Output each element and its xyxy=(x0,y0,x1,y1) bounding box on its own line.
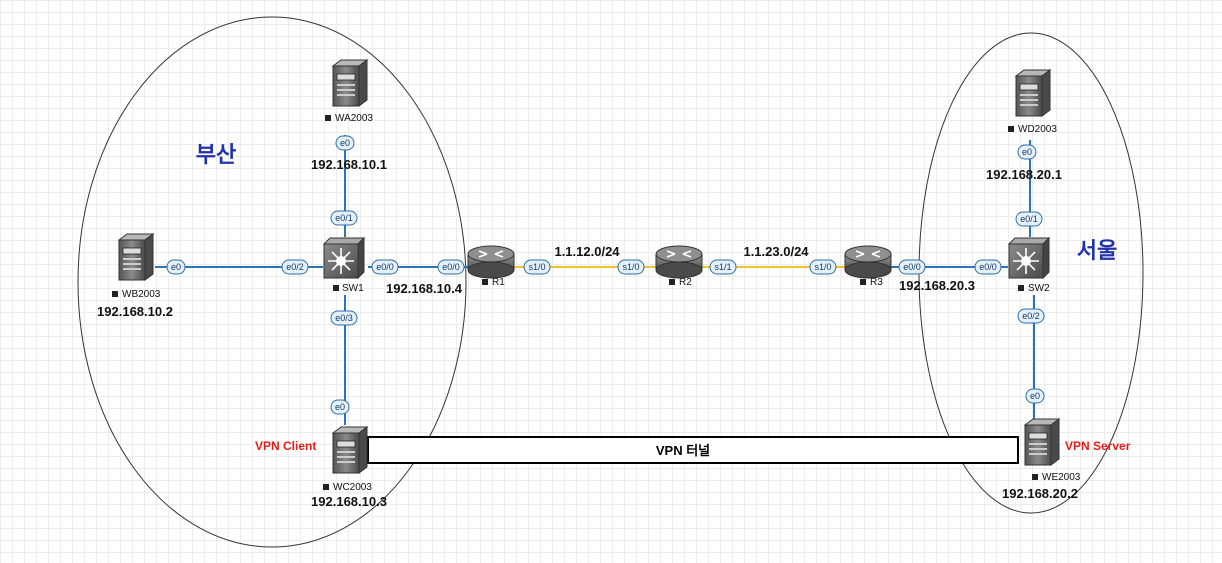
region-busan-label: 부산 xyxy=(196,142,236,167)
port-label: e0/0 xyxy=(442,262,460,272)
port-sw2-e0-2[interactable]: e0/2 xyxy=(1017,308,1045,324)
port-label: s1/0 xyxy=(622,262,639,272)
port-sw1-e0-1[interactable]: e0/1 xyxy=(330,210,358,226)
router-r2[interactable]: R2 xyxy=(655,245,703,288)
ip-wa2003: 192.168.10.1 xyxy=(311,157,387,172)
net-r1-r2-label: 1.1.12.0/24 xyxy=(554,244,620,259)
device-name-sw1: SW1 xyxy=(342,283,364,294)
port-r1-e0-0[interactable]: e0/0 xyxy=(437,259,465,275)
port-label: e0 xyxy=(1022,147,1032,157)
ip-wc2003: 192.168.10.3 xyxy=(311,494,387,509)
region-seoul-label: 서울 xyxy=(1077,238,1117,263)
server-icon xyxy=(1024,418,1060,466)
server-icon xyxy=(1015,69,1051,117)
server-wd2003[interactable]: WD2003 192.168.20.1 xyxy=(986,69,1062,182)
port-r2-s1-0[interactable]: s1/0 xyxy=(617,259,645,275)
port-r1-s1-0[interactable]: s1/0 xyxy=(523,259,551,275)
server-we2003[interactable]: WE2003 192.168.20.2 VPN Server xyxy=(1002,418,1131,501)
port-label: e0/3 xyxy=(335,313,353,323)
port-sw1-e0-3[interactable]: e0/3 xyxy=(330,310,358,326)
port-wc-e0[interactable]: e0 xyxy=(330,399,350,415)
ip-sw1: 192.168.10.4 xyxy=(386,281,463,296)
port-r3-e0-0[interactable]: e0/0 xyxy=(898,259,926,275)
port-we-e0[interactable]: e0 xyxy=(1025,388,1045,404)
port-label: e0/0 xyxy=(979,262,997,272)
port-label: s1/0 xyxy=(814,262,831,272)
router-icon xyxy=(844,245,892,279)
port-r3-s1-0[interactable]: s1/0 xyxy=(809,259,837,275)
device-name-wa2003: WA2003 xyxy=(335,113,373,124)
port-label: s1/1 xyxy=(714,262,731,272)
port-label: e0 xyxy=(1030,391,1040,401)
port-sw2-e0-1[interactable]: e0/1 xyxy=(1015,211,1043,227)
router-r3[interactable]: R3 xyxy=(844,245,892,288)
device-name-we2003: WE2003 xyxy=(1042,472,1081,483)
ip-we2003: 192.168.20.2 xyxy=(1002,486,1078,501)
device-name-sw2: SW2 xyxy=(1028,283,1050,294)
server-wa2003[interactable]: WA2003 192.168.10.1 xyxy=(311,59,387,172)
server-icon xyxy=(332,426,368,474)
port-label: e0 xyxy=(171,262,181,272)
busan-region-ellipse xyxy=(77,16,467,548)
vpn-tunnel-label: VPN 터널 xyxy=(656,443,710,458)
port-label: e0/1 xyxy=(335,213,353,223)
vpn-server-label: VPN Server xyxy=(1065,439,1131,453)
port-label: e0/0 xyxy=(376,262,394,272)
server-wc2003[interactable]: WC2003 192.168.10.3 VPN Client xyxy=(255,426,387,509)
device-name-wd2003: WD2003 xyxy=(1018,124,1057,135)
port-sw1-e0-0[interactable]: e0/0 xyxy=(371,259,399,275)
port-label: e0 xyxy=(340,138,350,148)
device-name-r2: R2 xyxy=(679,277,692,288)
net-r2-r3-label: 1.1.23.0/24 xyxy=(743,244,809,259)
device-name-r1: R1 xyxy=(492,277,505,288)
router-r1[interactable]: R1 xyxy=(467,245,515,288)
ip-sw2: 192.168.20.3 xyxy=(899,278,975,293)
router-icon xyxy=(467,245,515,279)
device-name-r3: R3 xyxy=(870,277,883,288)
port-label: e0 xyxy=(335,402,345,412)
port-label: e0/2 xyxy=(1022,311,1040,321)
server-icon xyxy=(118,233,154,281)
device-name-wc2003: WC2003 xyxy=(333,482,372,493)
port-label: s1/0 xyxy=(528,262,545,272)
port-label: e0/2 xyxy=(286,262,304,272)
switch-sw2[interactable]: SW2 192.168.20.3 xyxy=(899,237,1050,294)
port-label: e0/0 xyxy=(903,262,921,272)
switch-sw1[interactable]: SW1 192.168.10.4 xyxy=(323,237,463,296)
vpn-client-label: VPN Client xyxy=(255,439,316,453)
port-sw2-e0-0[interactable]: e0/0 xyxy=(974,259,1002,275)
port-r2-s1-1[interactable]: s1/1 xyxy=(709,259,737,275)
switch-icon xyxy=(323,237,365,279)
port-wa-e0[interactable]: e0 xyxy=(335,135,355,151)
server-wb2003[interactable]: WB2003 192.168.10.2 xyxy=(97,233,173,319)
switch-icon xyxy=(1008,237,1050,279)
port-label: e0/1 xyxy=(1020,214,1038,224)
port-sw1-e0-2[interactable]: e0/2 xyxy=(281,259,309,275)
server-icon xyxy=(332,59,368,107)
ip-wd2003: 192.168.20.1 xyxy=(986,167,1062,182)
port-wd-e0[interactable]: e0 xyxy=(1017,144,1037,160)
router-icon xyxy=(655,245,703,279)
vpn-tunnel[interactable] xyxy=(367,436,1019,464)
port-wb-e0[interactable]: e0 xyxy=(166,259,186,275)
ip-wb2003: 192.168.10.2 xyxy=(97,304,173,319)
device-name-wb2003: WB2003 xyxy=(122,289,161,300)
